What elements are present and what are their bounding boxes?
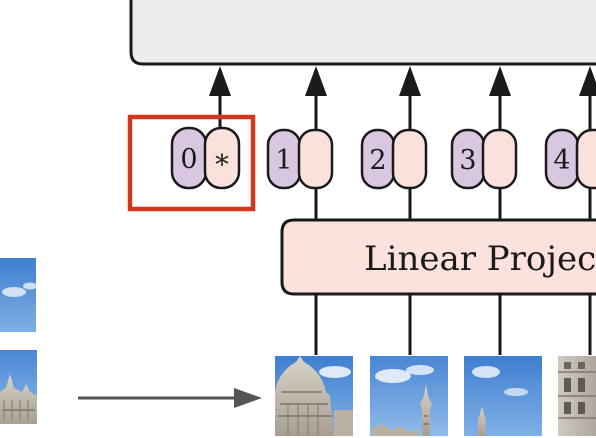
image-patch-3 xyxy=(464,356,542,436)
arrowhead-2 xyxy=(399,66,421,96)
patch-token-4: 4 xyxy=(544,128,596,190)
input-image-fragment-bottom xyxy=(0,350,37,424)
patch-4-embedding xyxy=(575,128,596,190)
arrowhead-3 xyxy=(489,66,511,96)
patch-1-position-label: 1 xyxy=(275,145,292,176)
cls-embedding-label: * xyxy=(215,150,229,181)
arrowhead-0 xyxy=(209,66,231,96)
patch-1-embedding xyxy=(297,128,334,190)
arrowhead-1 xyxy=(305,66,327,96)
patch-4-position-label: 4 xyxy=(553,145,570,176)
cls-position-label: 0 xyxy=(180,144,197,175)
patch-token-1: 1 xyxy=(266,128,334,190)
patch-token-3: 3 xyxy=(450,128,518,190)
input-image-fragment-top xyxy=(0,258,37,332)
linear-projection-box xyxy=(280,218,596,296)
cls-token-highlight xyxy=(127,114,256,212)
linear-projection-label: Linear Projec xyxy=(364,239,596,279)
cls-token: 0 * xyxy=(170,126,241,190)
image-patch-4 xyxy=(558,356,596,436)
patch-to-projection-lines xyxy=(314,294,592,355)
image-patch-1 xyxy=(275,356,353,436)
patch-2-embedding xyxy=(391,128,428,190)
patch-2-position-label: 2 xyxy=(369,145,386,176)
image-patch-2 xyxy=(370,356,448,436)
patch-3-embedding xyxy=(481,128,518,190)
patch-3-position-label: 3 xyxy=(459,145,476,176)
projection-to-token-lines xyxy=(314,188,592,220)
encoder-input-arrows xyxy=(209,66,596,130)
patch-token-2: 2 xyxy=(360,128,428,190)
transformer-encoder-box xyxy=(129,0,596,66)
image-to-patches-arrow xyxy=(78,388,262,408)
cls-learnable-embedding xyxy=(203,126,241,190)
arrowhead-4 xyxy=(579,66,596,96)
